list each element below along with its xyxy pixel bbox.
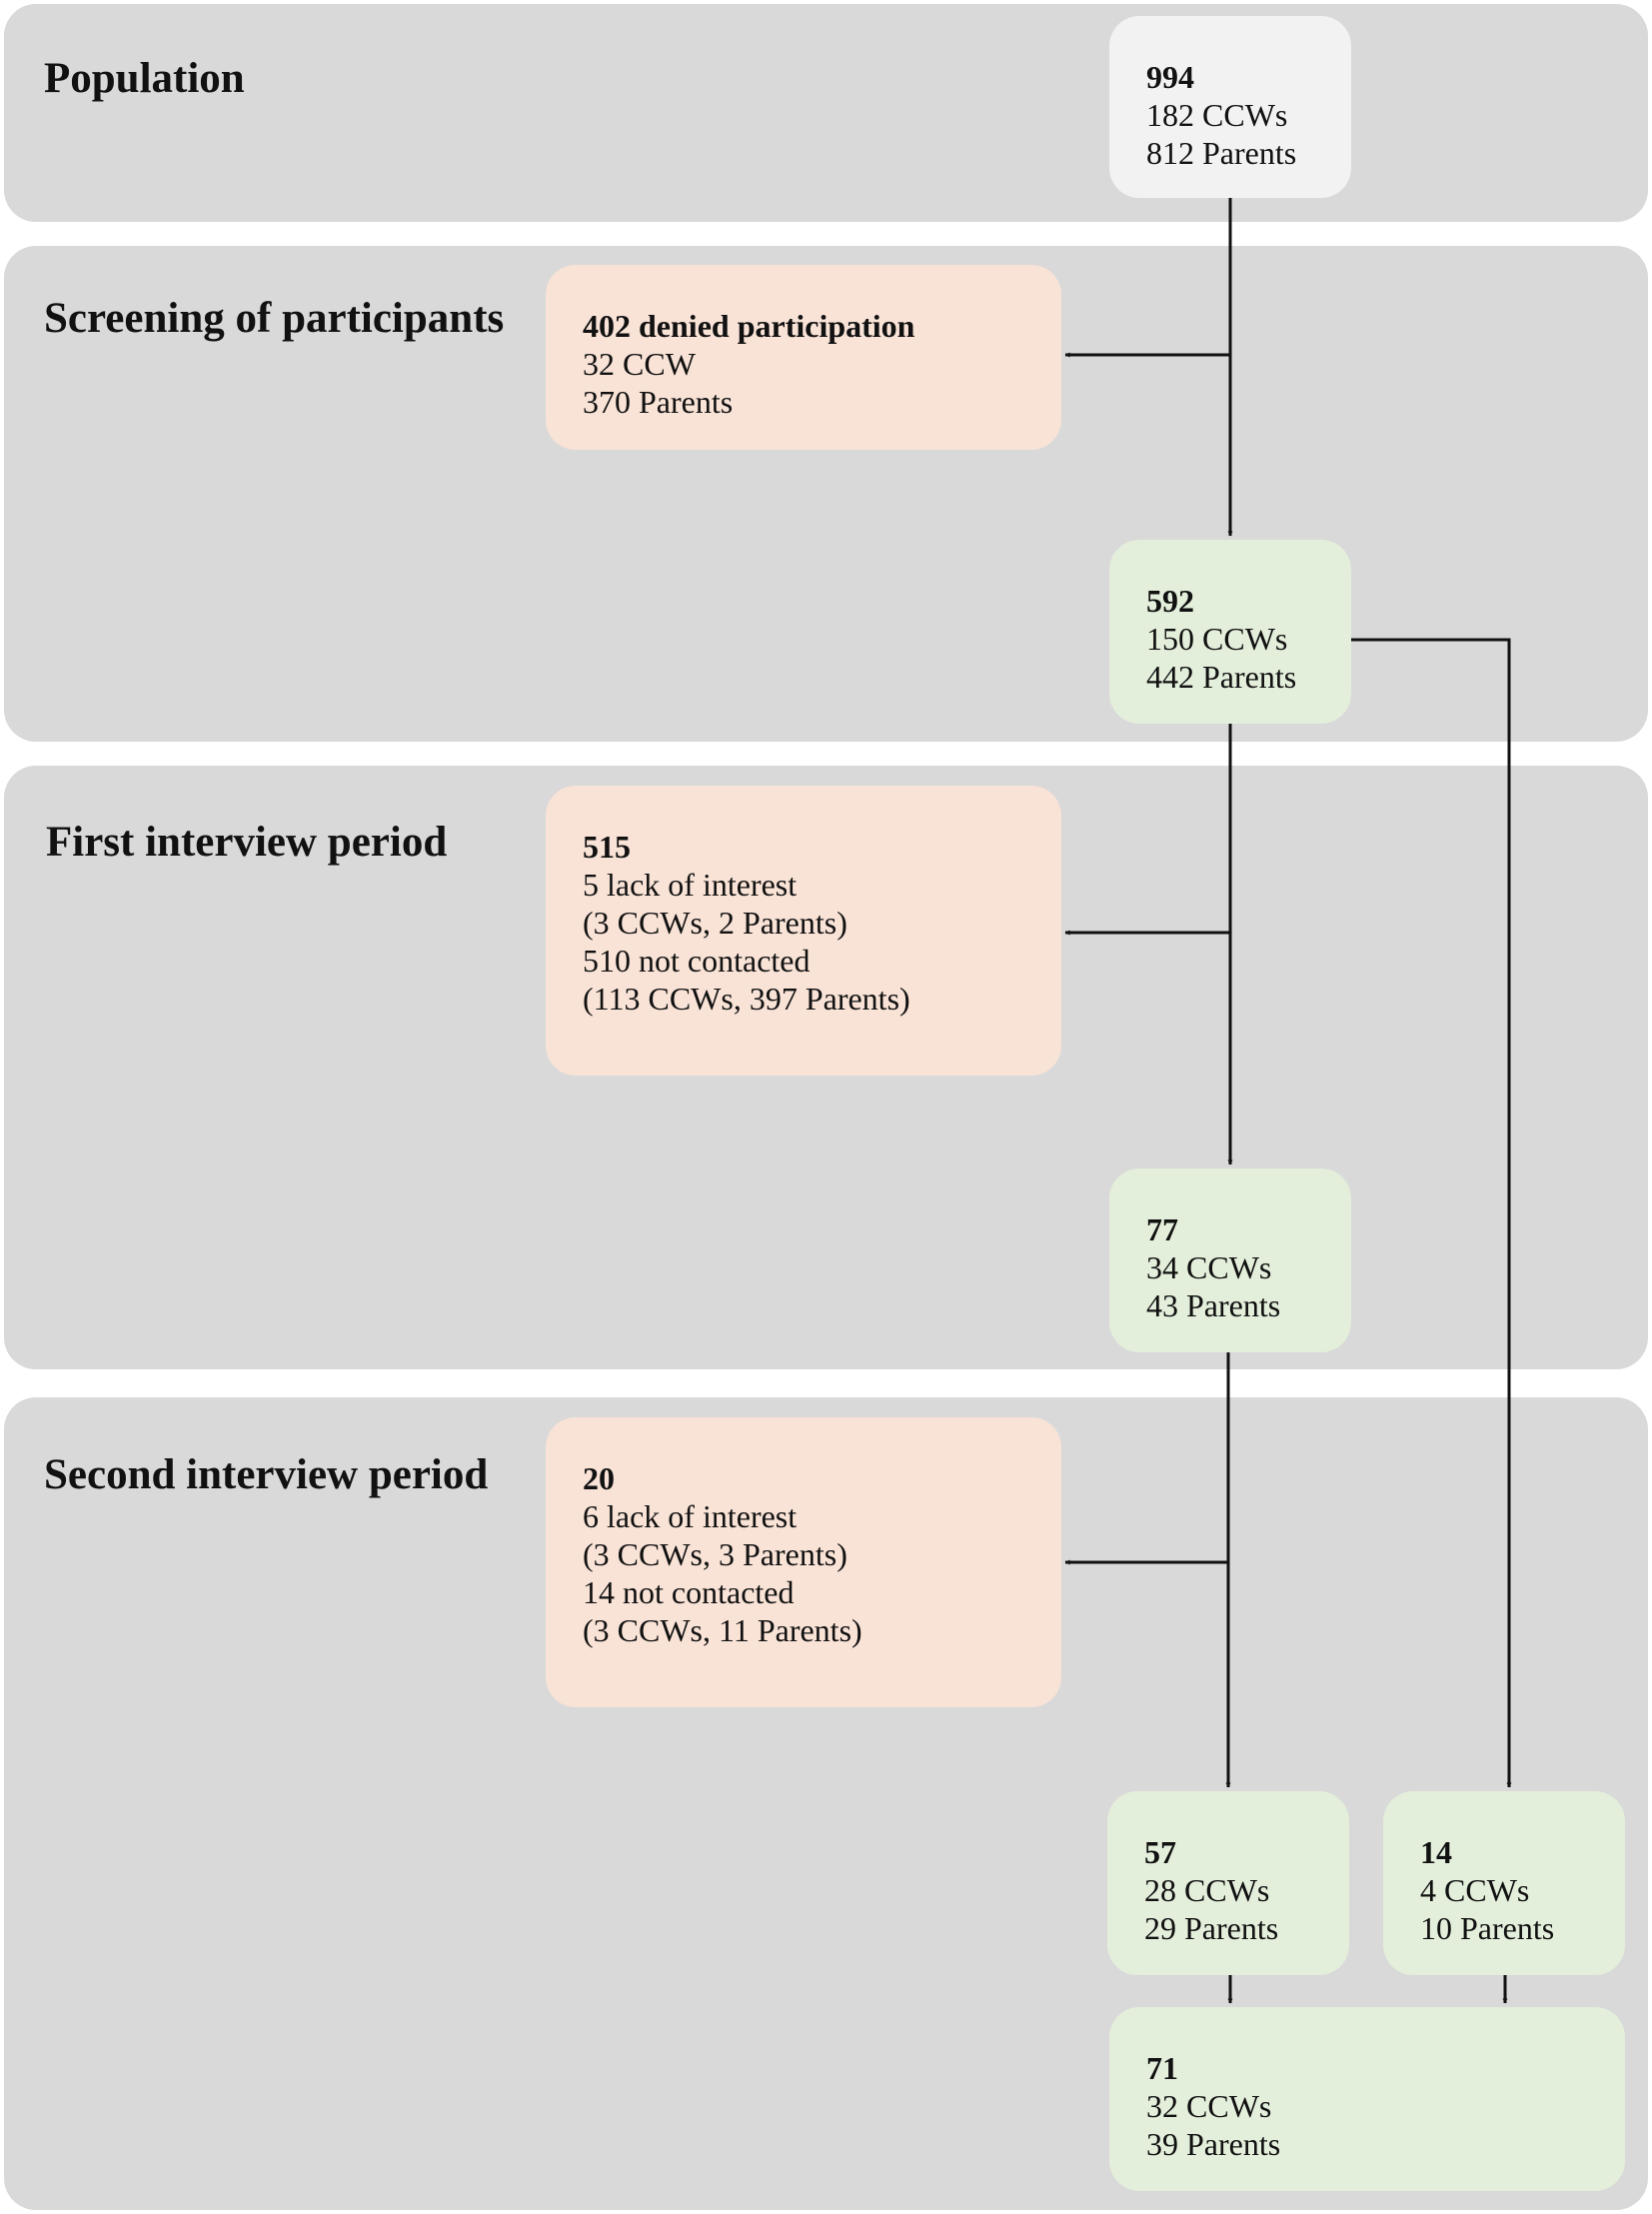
screened-parents: 442 Parents — [1146, 659, 1297, 695]
first-done-parents: 43 Parents — [1146, 1287, 1281, 1323]
second-lost-line-4: (3 CCWs, 11 Parents) — [583, 1612, 862, 1648]
denied-parents: 370 Parents — [583, 384, 734, 420]
population-count: 994 — [1146, 59, 1194, 95]
second-lost-line-3: 14 not contacted — [583, 1574, 795, 1610]
second-interview-title: Second interview period — [44, 1451, 489, 1498]
screened-ccws: 150 CCWs — [1146, 621, 1288, 657]
second-lost-line-1: 6 lack of interest — [583, 1498, 798, 1534]
second-lost-line-2: (3 CCWs, 3 Parents) — [583, 1536, 847, 1572]
screened-box: 592 150 CCWs 442 Parents — [1109, 540, 1351, 724]
direct-ccws: 4 CCWs — [1420, 1872, 1530, 1908]
denied-box: 402 denied participation 32 CCW 370 Pare… — [546, 265, 1061, 450]
direct-parents: 10 Parents — [1420, 1910, 1555, 1946]
population-parents: 812 Parents — [1146, 135, 1297, 171]
population-box: 994 182 CCWs 812 Parents — [1109, 16, 1351, 198]
denied-header: 402 denied participation — [583, 308, 915, 344]
total-count: 71 — [1146, 2050, 1178, 2086]
second-done-ccws: 28 CCWs — [1144, 1872, 1270, 1908]
direct-count: 14 — [1420, 1834, 1452, 1870]
denied-ccw: 32 CCW — [583, 346, 696, 382]
first-interview-title: First interview period — [46, 819, 448, 866]
first-done-count: 77 — [1146, 1211, 1178, 1247]
population-band: Population — [4, 4, 1648, 222]
first-done-box: 77 34 CCWs 43 Parents — [1109, 1168, 1351, 1352]
second-done-parents: 29 Parents — [1144, 1910, 1279, 1946]
second-done-count: 57 — [1144, 1834, 1176, 1870]
first-done-ccws: 34 CCWs — [1146, 1249, 1272, 1285]
first-lost-line-1: 5 lack of interest — [583, 867, 798, 903]
population-title: Population — [44, 55, 245, 102]
first-lost-line-2: (3 CCWs, 2 Parents) — [583, 905, 847, 941]
first-lost-line-3: 510 not contacted — [583, 943, 811, 979]
total-parents: 39 Parents — [1146, 2126, 1281, 2162]
direct-box: 14 4 CCWs 10 Parents — [1383, 1791, 1625, 1975]
screened-count: 592 — [1146, 583, 1194, 619]
second-lost-box: 20 6 lack of interest (3 CCWs, 3 Parents… — [546, 1417, 1061, 1707]
population-ccws: 182 CCWs — [1146, 97, 1288, 133]
first-lost-count: 515 — [583, 829, 631, 865]
total-box: 71 32 CCWs 39 Parents — [1109, 2007, 1625, 2191]
second-lost-count: 20 — [583, 1460, 615, 1496]
screening-title: Screening of participants — [44, 295, 505, 342]
second-done-box: 57 28 CCWs 29 Parents — [1107, 1791, 1349, 1975]
arrow-screened-to-direct — [1351, 638, 1512, 1788]
total-ccws: 32 CCWs — [1146, 2088, 1272, 2124]
first-lost-box: 515 5 lack of interest (3 CCWs, 2 Parent… — [546, 786, 1061, 1076]
first-lost-line-4: (113 CCWs, 397 Parents) — [583, 981, 910, 1017]
